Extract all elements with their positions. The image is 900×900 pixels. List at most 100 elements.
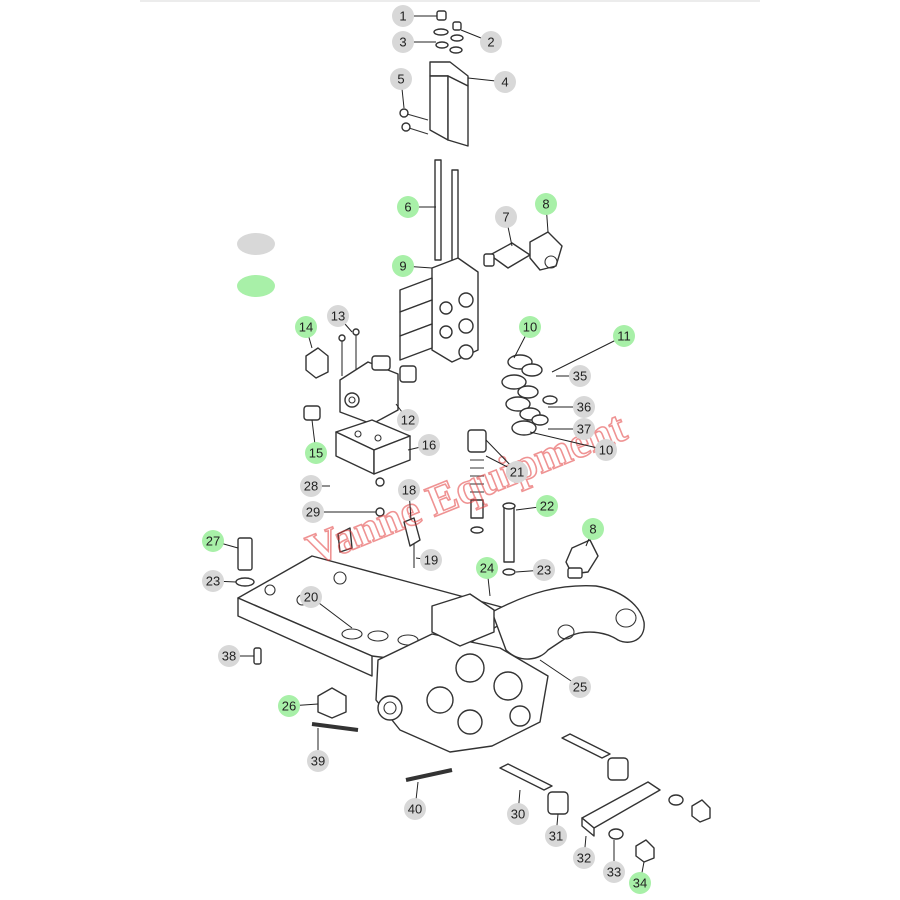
solenoid-valve [303, 328, 417, 425]
callout-label: 27 [206, 534, 220, 549]
callout-bubble [613, 325, 635, 347]
callout-bubble [278, 695, 300, 717]
callout-bubble [202, 530, 224, 552]
callout-label: 16 [422, 438, 436, 453]
callout-bubble [629, 872, 651, 894]
callout-39: 39 [307, 750, 329, 772]
callout-26: 26 [278, 695, 300, 717]
callout-22: 22 [536, 495, 558, 517]
callout-label: 8 [589, 522, 596, 537]
callouts: 1234567891011121314151617181920212223232… [202, 5, 651, 894]
callout-2: 2 [480, 31, 502, 53]
callout-bubble [302, 501, 324, 523]
relief-valve-cartridge [467, 429, 487, 534]
callout-11: 11 [613, 325, 635, 347]
callout-label: 14 [299, 320, 313, 335]
callout-13: 13 [327, 305, 349, 327]
left-bolt [235, 537, 255, 587]
callout-bubble [202, 570, 224, 592]
callout-bubble [327, 305, 349, 327]
callout-bubble [494, 71, 516, 93]
seal-kit [501, 354, 558, 436]
manifold-block [335, 419, 411, 475]
bracket-screws [399, 108, 429, 135]
callout-bubble [536, 495, 558, 517]
callout-label: 20 [304, 590, 318, 605]
callout-3: 3 [392, 31, 414, 53]
side-fitting [317, 687, 347, 719]
callout-24: 24 [476, 557, 498, 579]
top-hardware [433, 10, 464, 54]
callout-4: 4 [494, 71, 516, 93]
callout-bubble [392, 5, 414, 27]
callout-label: 13 [331, 309, 345, 324]
adapter-fitting [483, 231, 563, 271]
callout-18: 18 [398, 479, 420, 501]
callout-bubble [397, 196, 419, 218]
callout-23: 23 [533, 559, 555, 581]
callout-bubble [545, 825, 567, 847]
callout-label: 3 [399, 35, 406, 50]
callout-20: 20 [300, 586, 322, 608]
callout-label: 21 [510, 465, 524, 480]
callout-label: 9 [399, 259, 406, 274]
callout-bubble [535, 193, 557, 215]
callout-27: 27 [202, 530, 224, 552]
callout-bubble [573, 418, 595, 440]
callout-bubble [392, 255, 414, 277]
legend [237, 233, 275, 297]
callout-label: 6 [404, 200, 411, 215]
callout-bubble [506, 461, 528, 483]
callout-bubble [300, 586, 322, 608]
callout-label: 35 [573, 369, 587, 384]
callout-16: 16 [418, 434, 440, 456]
callout-bubble [295, 316, 317, 338]
callout-bubble [519, 316, 541, 338]
callout-bubble [569, 365, 591, 387]
callout-40: 40 [404, 798, 426, 820]
callout-label: 32 [577, 851, 591, 866]
legend-swatch-standard [237, 233, 275, 255]
callout-10: 10 [519, 316, 541, 338]
callout-label: 39 [311, 754, 325, 769]
callout-label: 19 [424, 553, 438, 568]
callout-label: 28 [304, 479, 318, 494]
callout-25: 25 [569, 676, 591, 698]
callout-36: 36 [573, 396, 595, 418]
callout-33: 33 [603, 861, 625, 883]
callout-5: 5 [390, 68, 412, 90]
callout-leader-10 [529, 431, 607, 451]
elbow-fitting [565, 539, 599, 579]
callout-12: 12 [397, 409, 419, 431]
callout-bubble [398, 479, 420, 501]
callout-label: 38 [222, 649, 236, 664]
legend-swatch-highlight [237, 275, 275, 297]
callout-14: 14 [295, 316, 317, 338]
parts-drawing [235, 10, 711, 863]
callout-label: 37 [577, 422, 591, 437]
callout-label: 25 [573, 680, 587, 695]
callout-7: 7 [495, 206, 517, 228]
callout-35: 35 [569, 365, 591, 387]
callout-21: 21 [506, 461, 528, 483]
callout-bubble [300, 475, 322, 497]
callout-label: 10 [523, 320, 537, 335]
callout-1: 1 [392, 5, 414, 27]
callout-label: 1 [399, 9, 406, 24]
callout-bubble [305, 442, 327, 464]
callout-31: 31 [545, 825, 567, 847]
callout-bubble [392, 31, 414, 53]
callout-label: 18 [402, 483, 416, 498]
callout-28: 28 [300, 475, 322, 497]
callout-label: 36 [577, 400, 591, 415]
callout-bubble [397, 409, 419, 431]
tie-rods [434, 159, 459, 269]
callout-9: 9 [392, 255, 414, 277]
callout-bubble [569, 676, 591, 698]
lower-linkage [499, 733, 711, 863]
callout-label: 15 [309, 446, 323, 461]
callout-label: 26 [282, 699, 296, 714]
callout-label: 23 [206, 574, 220, 589]
roll-pins [311, 722, 453, 782]
